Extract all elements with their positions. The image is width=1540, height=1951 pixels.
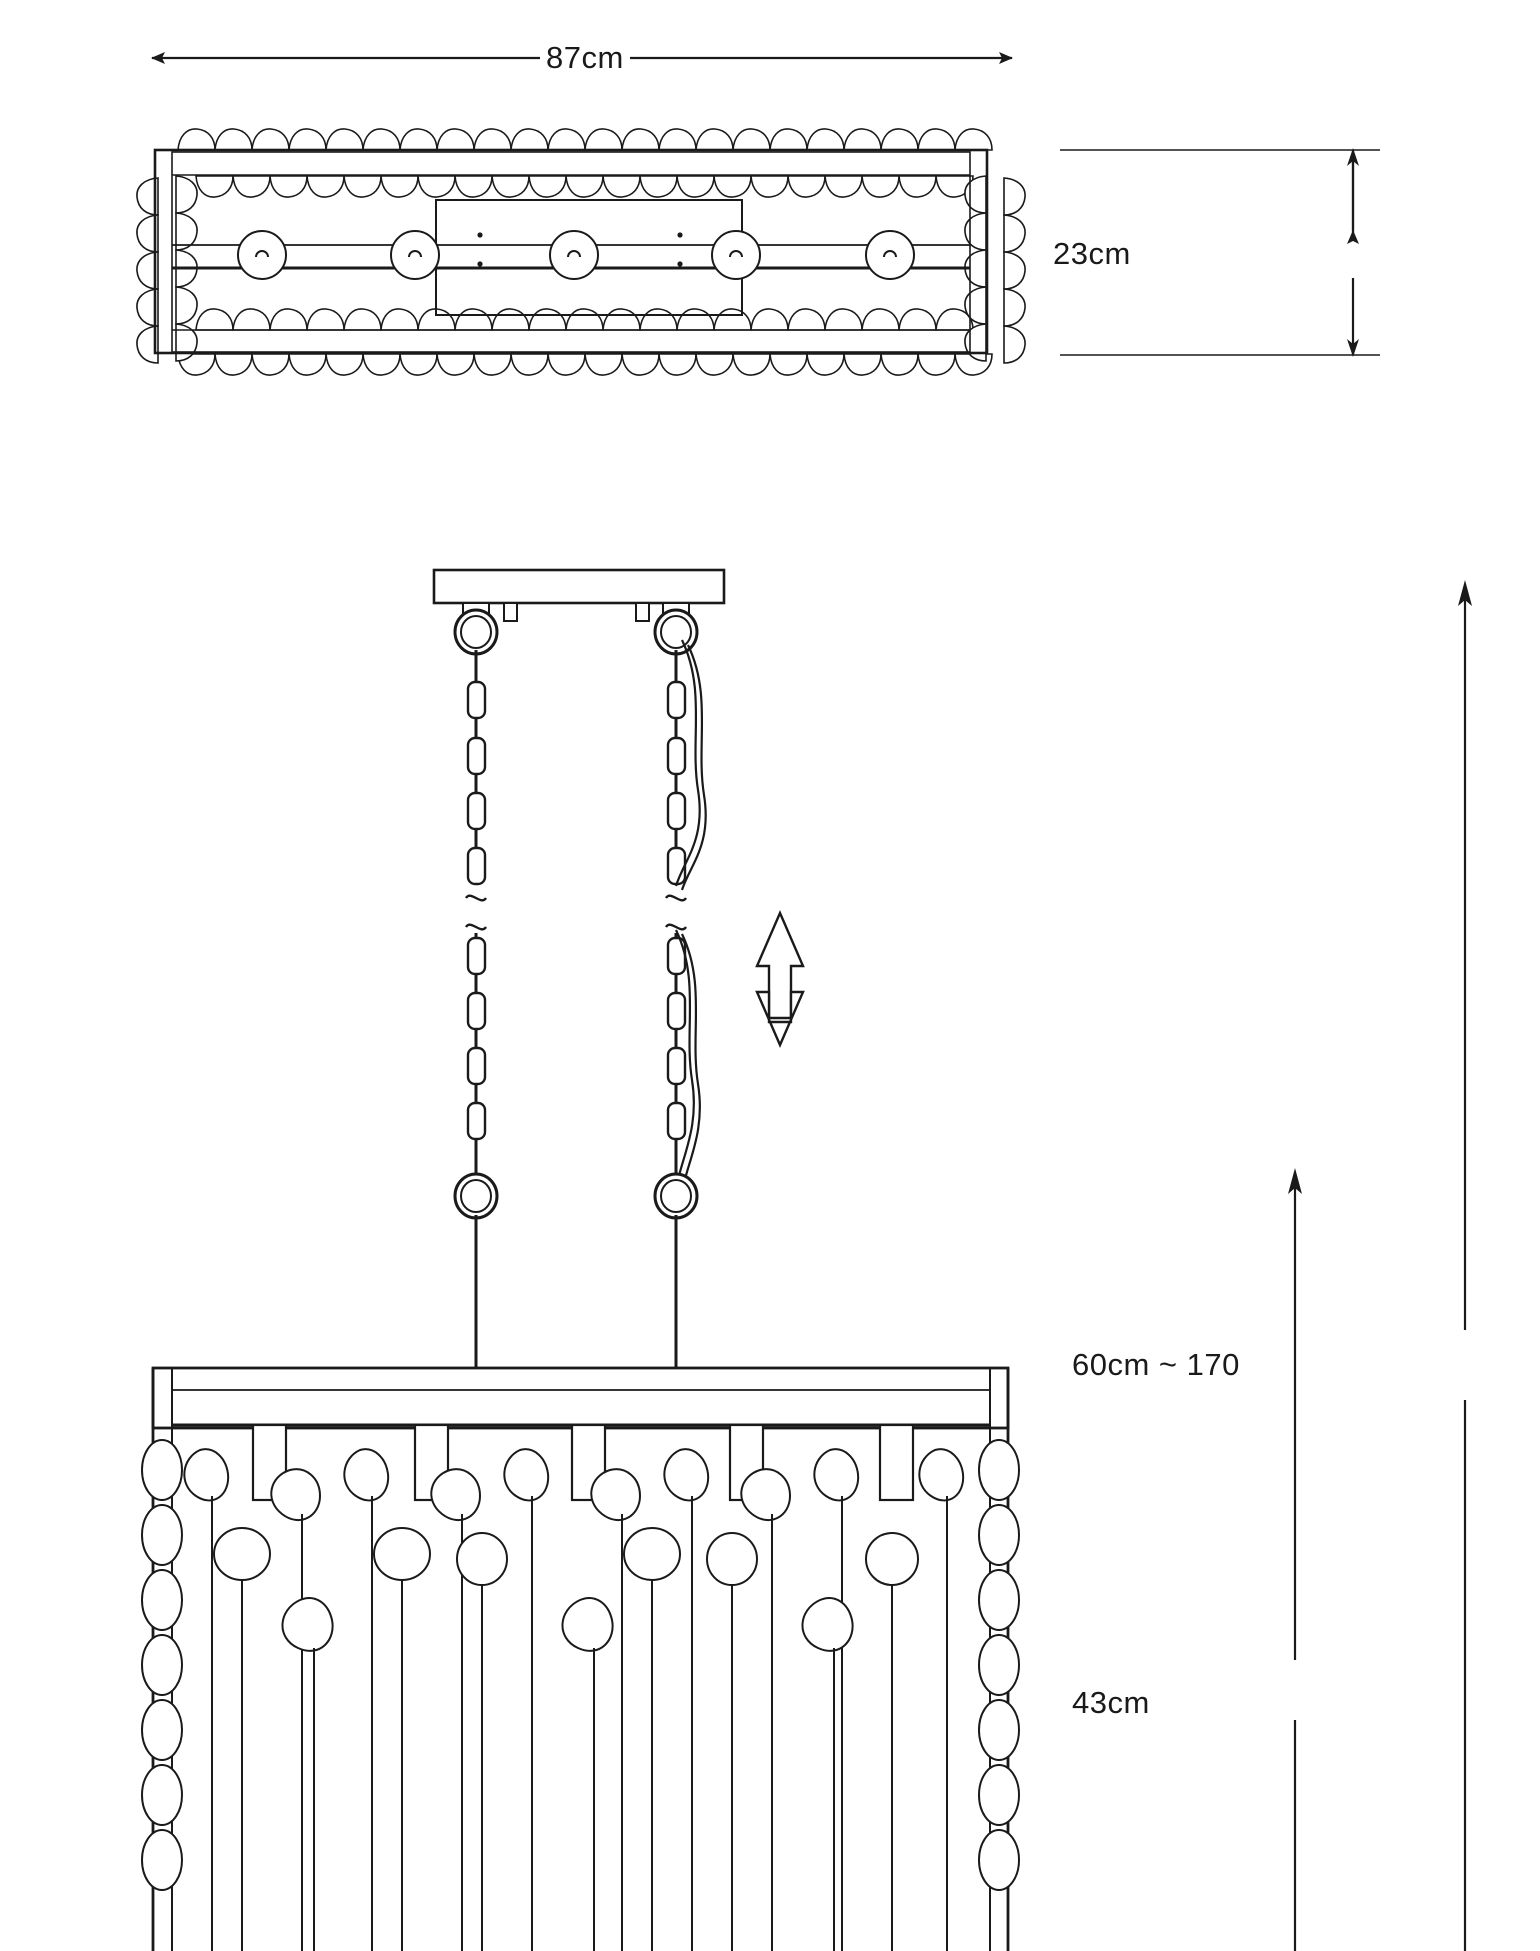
top-view-outer-frame [153,148,989,355]
fixture-body [141,1366,1020,1951]
dimension-label-drop-range: 60cm ~ 170 [1072,1347,1240,1382]
socket [865,230,915,280]
crystal-row-bottom-inner [195,308,974,331]
power-wire [674,639,701,887]
break-symbol [664,894,688,902]
drop-range-dimension [1458,580,1472,1951]
dimension-label-shade-height: 23cm [1053,236,1131,271]
chain-left [453,608,499,1370]
chain-right [653,608,707,1370]
crystal-row-bottom-outer [177,353,993,376]
break-symbol [464,923,488,931]
socket [549,230,599,280]
power-wire [680,644,707,891]
crystal-drops-row-3 [213,1527,919,1951]
body-height-dimension [1288,1168,1302,1951]
crystal-row-top-inner [195,175,974,198]
dimension-label-width: 87cm [540,40,630,76]
crystal-drops-row-4 [281,1597,854,1951]
socket [390,230,440,280]
fixture-top-rail [151,1366,1010,1430]
crystal-col-right [964,175,1026,364]
crystal-drops-row-2 [270,1468,792,1951]
socket [711,230,761,280]
break-symbol [464,894,488,902]
adjustable-height-arrow [755,909,805,1049]
crystal-drops-row-1 [183,1448,965,1951]
crystal-row-top-outer [177,128,993,151]
power-wire [680,933,701,1194]
front-elevation [141,568,1020,1951]
top-view-inner-frame [171,151,971,353]
crystal-edge-right [978,1439,1020,1891]
crystal-edge-left [141,1439,183,1891]
shade-height-dimension [1060,148,1380,357]
top-view-sockets [237,230,915,280]
dimension-label-body-height: 43cm [1072,1685,1150,1720]
break-symbol [664,923,688,931]
top-view [136,128,1026,376]
socket [237,230,287,280]
power-wire [674,929,695,1191]
